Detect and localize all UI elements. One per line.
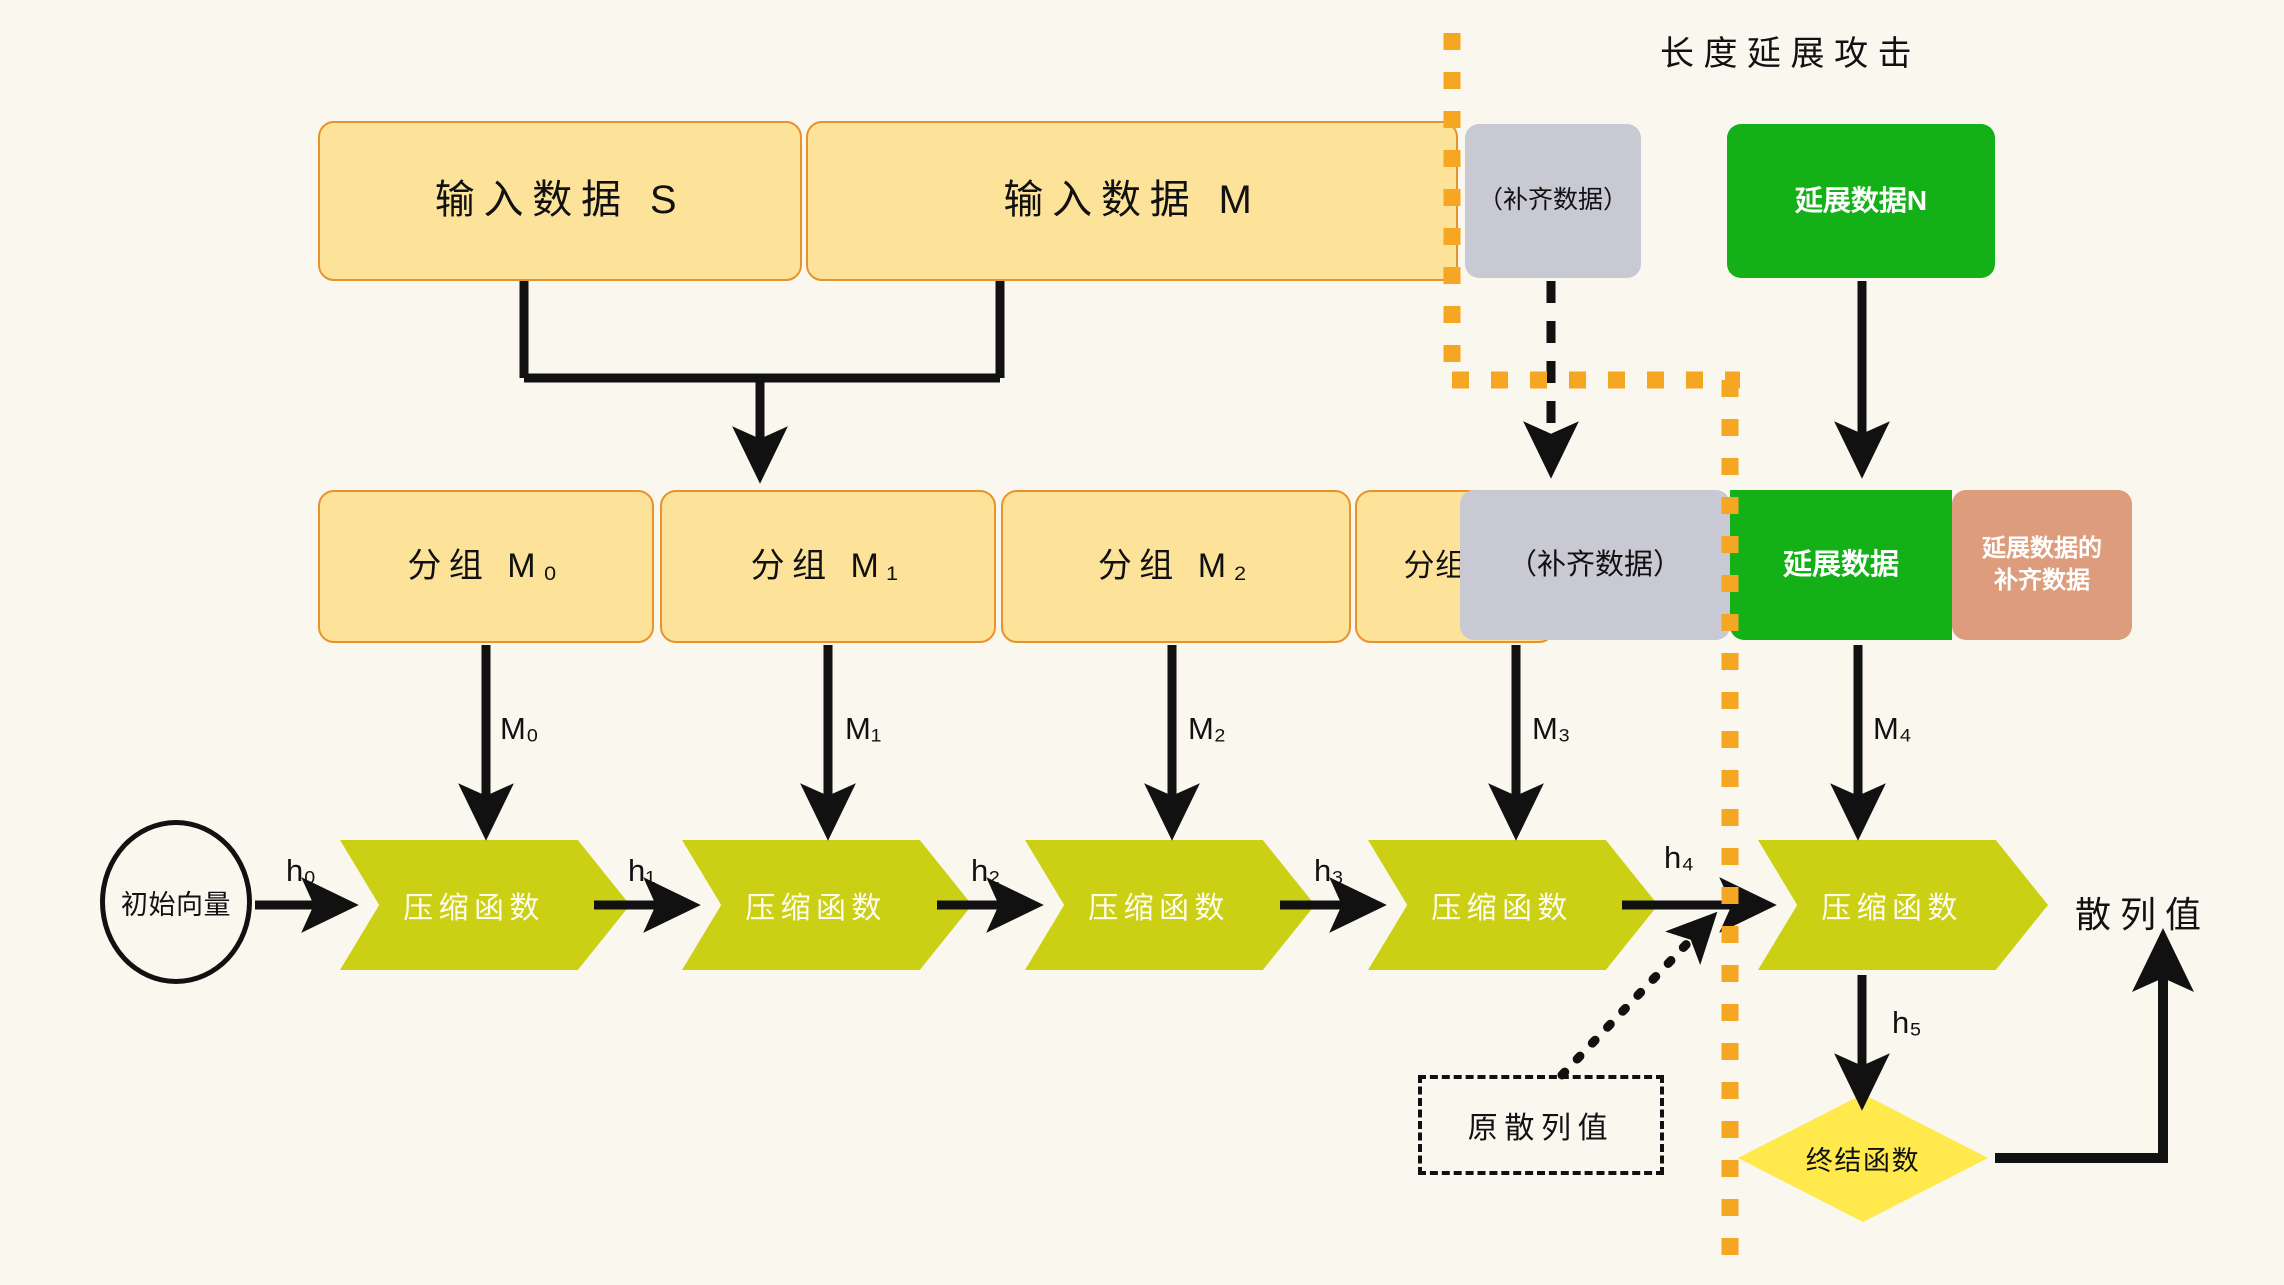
chain-label-h0: h₀ [286, 853, 317, 888]
compression-function-0: 压缩函数 [340, 840, 630, 970]
group-block-padding: （补齐数据） [1460, 490, 1730, 640]
finalization-function-node: 终结函数 [1738, 1094, 1988, 1222]
message-label-m0: M₀ [500, 711, 539, 746]
diagram-title: 长度延展攻击 [1660, 35, 1922, 73]
split-connector-sm [519, 281, 1005, 484]
input-block-s: 输入数据 S [318, 121, 802, 281]
message-label-m4: M₄ [1873, 711, 1912, 746]
chain-label-h5: h₅ [1892, 1005, 1922, 1040]
hash-value-label: 散列值 [2075, 894, 2211, 935]
extension-padding-line-2: 补齐数据 [1994, 567, 2090, 594]
chain-label-h4: h₄ [1664, 840, 1694, 875]
chain-label-h3: h₃ [1314, 853, 1344, 888]
message-label-m3: M₃ [1532, 711, 1571, 746]
chain-label-h2: h₂ [971, 853, 1001, 888]
input-block-extension: 延展数据N [1727, 124, 1995, 278]
input-block-padding: （补齐数据） [1465, 124, 1641, 278]
compression-function-3: 压缩函数 [1368, 840, 1658, 970]
group-block-m2: 分组 M₂ [1001, 490, 1351, 643]
group-block-m1: 分组 M₁ [660, 490, 996, 643]
input-block-m: 输入数据 M [806, 121, 1458, 281]
final-to-hash-arrow [1995, 928, 2194, 1163]
group-block-m0: 分组 M₀ [318, 490, 654, 643]
compression-function-1: 压缩函数 [682, 840, 972, 970]
message-label-m1: M₁ [845, 711, 882, 746]
original-hash-box: 原散列值 [1418, 1075, 1664, 1175]
group-block-extension-padding: 延展数据的 补齐数据 [1952, 490, 2132, 640]
chain-label-h1: h₁ [628, 853, 656, 888]
compression-function-4: 压缩函数 [1758, 840, 2048, 970]
extension-padding-line-1: 延展数据的 [1982, 534, 2102, 562]
message-label-m2: M₂ [1188, 711, 1226, 746]
group-block-extension: 延展数据 [1730, 490, 1952, 640]
compression-function-2: 压缩函数 [1025, 840, 1315, 970]
initial-vector-node: 初始向量 [100, 820, 252, 984]
group-to-compression-arrows [458, 645, 1886, 841]
